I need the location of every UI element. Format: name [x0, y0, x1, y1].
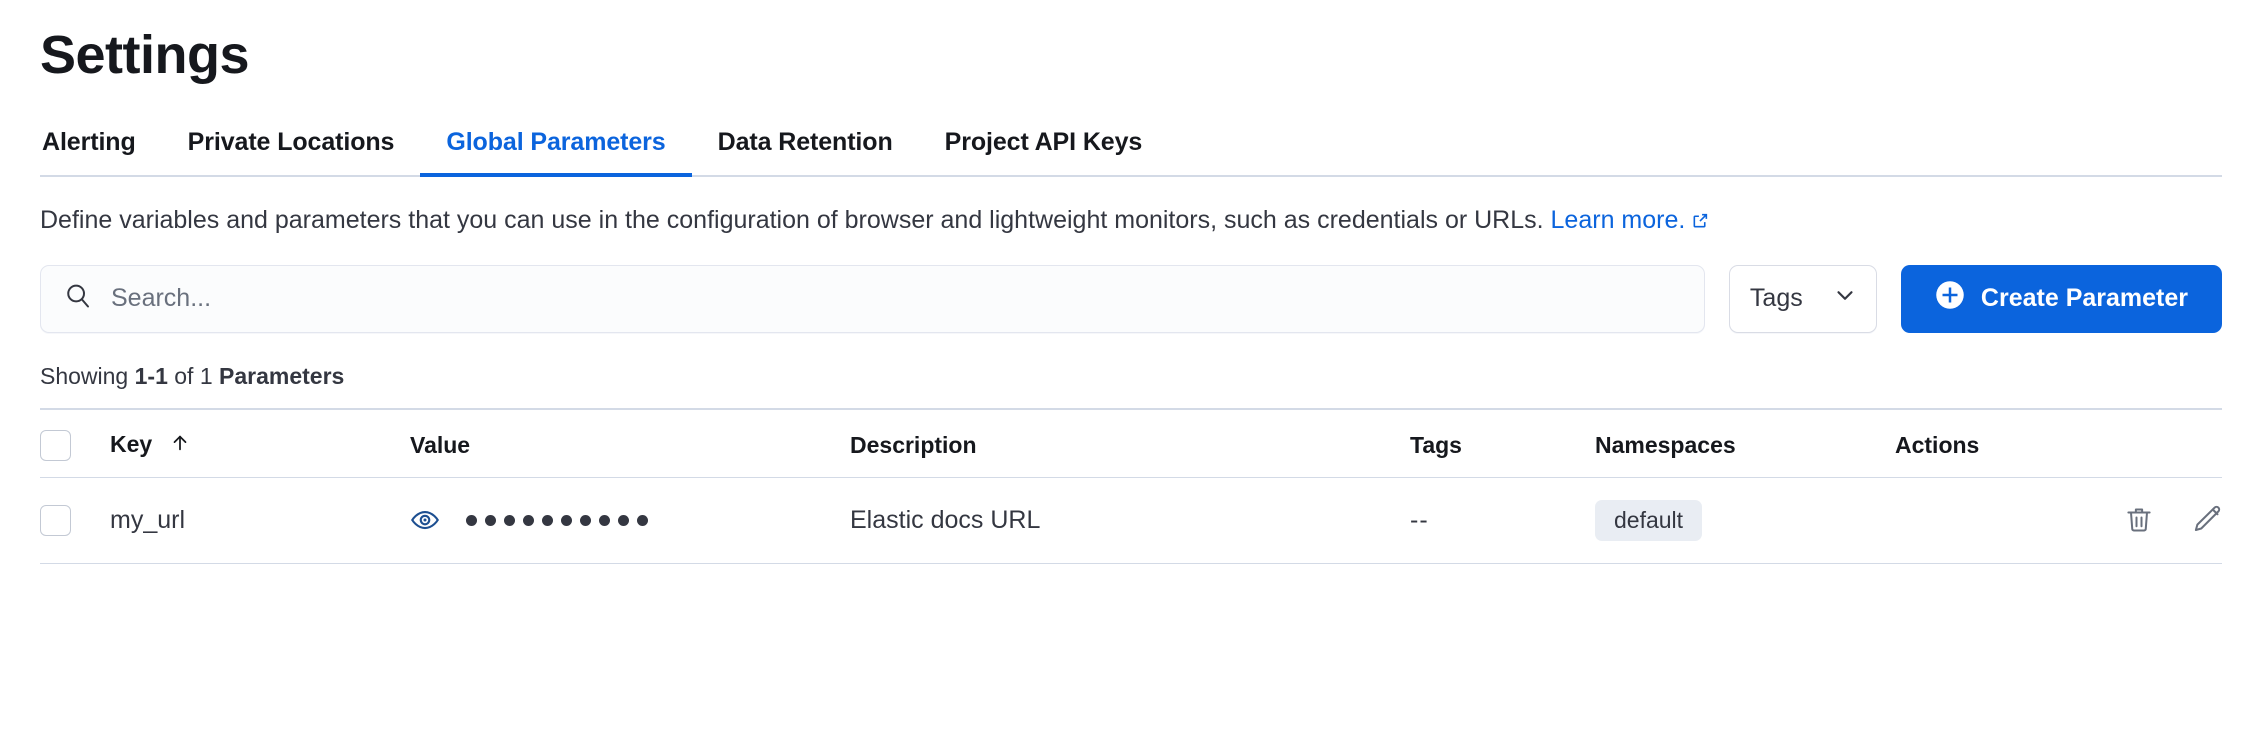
- delete-icon[interactable]: [2124, 505, 2154, 535]
- th-actions-label: Actions: [1895, 431, 1980, 458]
- external-link-icon: [1692, 204, 1709, 228]
- search-input[interactable]: [111, 265, 1682, 332]
- table-header: Key Value Description Tags Namespaces: [40, 408, 2222, 478]
- value-dot: [485, 514, 496, 526]
- value-dot: [466, 514, 477, 526]
- tags-filter-label: Tags: [1749, 284, 1803, 312]
- tab-project-api-keys[interactable]: Project API Keys: [919, 128, 1169, 175]
- value-dot: [618, 514, 629, 526]
- showing-prefix: Showing: [40, 362, 135, 389]
- tab-label: Global Parameters: [446, 128, 666, 156]
- search-icon: [63, 281, 93, 316]
- sort-ascending-icon: [169, 432, 191, 460]
- row-select-cell: [40, 477, 110, 563]
- value-dots: [466, 514, 648, 526]
- edit-icon[interactable]: [2192, 505, 2222, 535]
- value-dot: [580, 514, 591, 526]
- tab-data-retention[interactable]: Data Retention: [692, 128, 919, 175]
- value-dot: [542, 514, 553, 526]
- parameters-table: Key Value Description Tags Namespaces: [40, 408, 2222, 564]
- masked-value: [410, 505, 850, 535]
- learn-more-label: Learn more.: [1550, 206, 1686, 234]
- controls-row: Tags Create Parameter: [40, 264, 2222, 333]
- th-key-label: Key: [110, 430, 153, 457]
- row-value-cell: [410, 477, 850, 563]
- table-row: my_url: [40, 477, 2222, 563]
- namespace-badge: default: [1595, 499, 1703, 541]
- search-box[interactable]: [40, 264, 1705, 333]
- chevron-down-icon: [1832, 282, 1858, 315]
- tab-private-locations[interactable]: Private Locations: [162, 128, 421, 175]
- th-description-label: Description: [850, 431, 977, 458]
- table-body: my_url: [40, 477, 2222, 563]
- results-count: Showing 1-1 of 1 Parameters: [40, 363, 2222, 390]
- row-actions: [1895, 505, 2222, 535]
- row-tags-cell: --: [1410, 477, 1595, 563]
- th-actions: Actions: [1895, 409, 2222, 478]
- th-tags-label: Tags: [1410, 431, 1462, 458]
- row-checkbox[interactable]: [40, 504, 71, 536]
- showing-range: 1-1: [134, 362, 168, 389]
- value-dot: [561, 514, 572, 526]
- tab-alerting[interactable]: Alerting: [40, 128, 162, 175]
- tags-filter-dropdown[interactable]: Tags: [1728, 264, 1877, 333]
- page-title: Settings: [40, 25, 250, 85]
- th-tags: Tags: [1410, 409, 1595, 478]
- th-select-all: [40, 409, 110, 478]
- row-key-cell: my_url: [110, 505, 186, 534]
- tab-label: Private Locations: [187, 128, 395, 156]
- row-namespaces-cell: default: [1595, 477, 1895, 563]
- description-text: Define variables and parameters that you…: [40, 203, 2220, 239]
- th-namespaces: Namespaces: [1595, 409, 1895, 478]
- settings-tabs: Alerting Private Locations Global Parame…: [40, 128, 2222, 177]
- table-header-row: Key Value Description Tags Namespaces: [40, 408, 2222, 478]
- th-value: Value: [410, 409, 850, 478]
- th-description: Description: [850, 409, 1410, 478]
- row-description-cell: Elastic docs URL: [850, 505, 1041, 534]
- learn-more-link[interactable]: Learn more.: [1551, 206, 1710, 234]
- value-dot: [523, 514, 534, 526]
- showing-total: 1: [199, 362, 213, 389]
- description-body: Define variables and parameters that you…: [40, 206, 1551, 234]
- eye-icon[interactable]: [410, 505, 440, 535]
- tab-label: Data Retention: [717, 128, 893, 156]
- tab-label: Project API Keys: [944, 128, 1143, 156]
- value-dot: [599, 514, 610, 526]
- th-namespaces-label: Namespaces: [1595, 431, 1736, 458]
- tab-global-parameters[interactable]: Global Parameters: [420, 128, 692, 177]
- th-value-label: Value: [410, 431, 471, 458]
- showing-entity: Parameters: [212, 362, 345, 389]
- value-dot: [637, 514, 648, 526]
- select-all-checkbox[interactable]: [40, 429, 71, 461]
- tab-label: Alerting: [42, 128, 136, 156]
- plus-circle-icon: [1935, 280, 1965, 317]
- value-dot: [504, 514, 515, 526]
- showing-of: of: [167, 362, 200, 389]
- th-key[interactable]: Key: [110, 409, 410, 478]
- create-parameter-button[interactable]: Create Parameter: [1900, 264, 2222, 333]
- create-parameter-label: Create Parameter: [1980, 284, 2188, 312]
- row-tags-value: --: [1410, 505, 1429, 534]
- row-actions-cell: [1895, 477, 2222, 563]
